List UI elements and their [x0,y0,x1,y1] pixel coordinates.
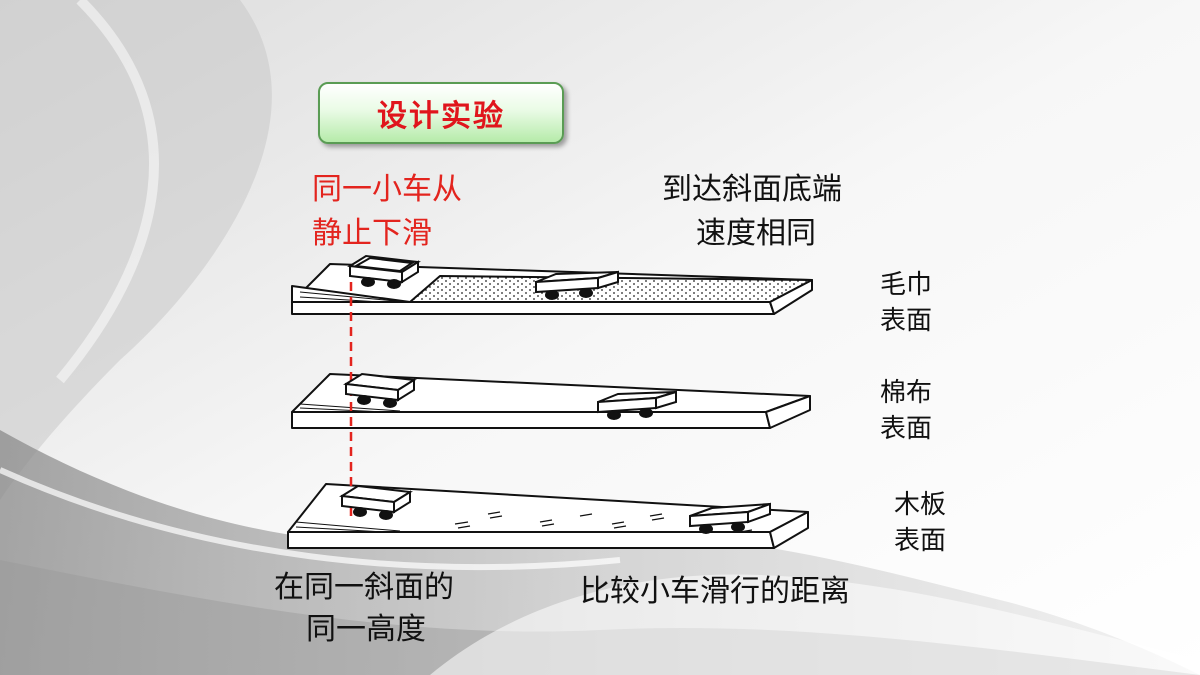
condition-line2: 静止下滑 [312,216,432,251]
design-experiment-button[interactable]: 设计实验 [318,82,564,144]
condition-line1: 同一小车从 [312,172,462,207]
cart-icon [597,390,677,420]
bottom-left-line2: 同一高度 [306,612,426,647]
cart-icon [339,484,413,520]
design-experiment-label: 设计实验 [377,99,505,134]
surface-wood-label2: 表面 [894,526,947,556]
cart-icon [343,372,417,408]
surface-cotton-label2: 表面 [880,414,933,444]
speed-line2: 速度相同 [696,216,816,251]
surface-wood-label1: 木板 [894,490,947,520]
bottom-right-text: 比较小车滑行的距离 [580,574,850,609]
surface-cotton-label1: 棉布 [880,378,933,408]
speed-line1: 到达斜面底端 [662,172,842,207]
bottom-left-line1: 在同一斜面的 [274,570,454,605]
cart-icon [535,270,619,300]
ramp-wood [287,483,809,549]
surface-towel-label2: 表面 [880,306,933,336]
surface-towel-label1: 毛巾 [880,270,933,300]
cart-icon [689,502,771,534]
cart-icon [347,254,421,289]
